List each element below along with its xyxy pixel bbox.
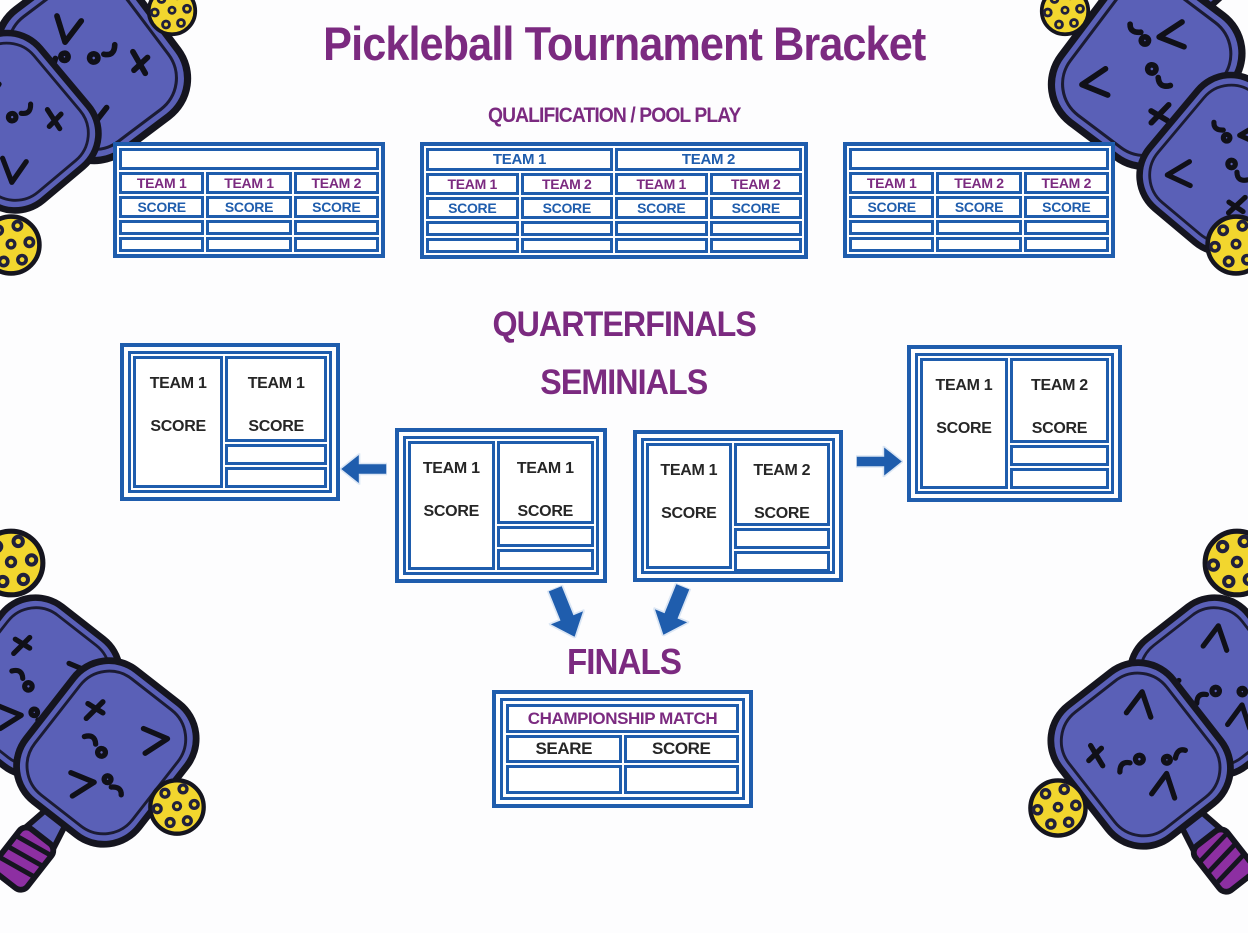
score-entry-cell bbox=[936, 237, 1022, 252]
score-entry-cell bbox=[119, 220, 205, 235]
team-label: TEAM 1 bbox=[119, 172, 205, 194]
score-entry-cell bbox=[293, 220, 379, 235]
score-entry-cell bbox=[623, 765, 739, 794]
pool-table-center: TEAM 1 TEAM 2 TEAM 1 TEAM 2 TEAM 1 TEAM … bbox=[420, 142, 808, 259]
team-label: TEAM 2 bbox=[1023, 172, 1109, 194]
team-label: TEAM 1 bbox=[935, 377, 993, 394]
score-entry-cell bbox=[1023, 220, 1109, 235]
score-entry-cell bbox=[426, 238, 519, 253]
team-label: TEAM 2 bbox=[709, 173, 802, 195]
arrow-left-icon bbox=[340, 453, 387, 485]
score-entry-cell bbox=[520, 238, 613, 253]
finals-heading: FINALS bbox=[566, 641, 682, 682]
quarterfinals-heading: QUARTERFINALS bbox=[492, 305, 756, 344]
score-entry-cell bbox=[506, 765, 622, 794]
score-entry-cell bbox=[615, 221, 708, 236]
team-label: TEAM 1 bbox=[615, 173, 708, 195]
score-entry-cell bbox=[206, 220, 292, 235]
pool-cell-empty bbox=[119, 148, 379, 170]
score-label: SCORE bbox=[661, 505, 717, 522]
score-entry-cell bbox=[206, 237, 292, 252]
score-entry-cell bbox=[709, 238, 802, 253]
score-label: SCORE bbox=[517, 503, 574, 520]
score-entry-cell bbox=[849, 237, 935, 252]
score-entry-cell bbox=[225, 467, 327, 488]
score-entry-cell bbox=[426, 221, 519, 236]
score-label: SCORE bbox=[1031, 420, 1088, 437]
quarterfinal-left-box: TEAM 1 SCORE TEAM 1 SCORE bbox=[120, 343, 340, 501]
pool-cell-empty bbox=[849, 148, 1109, 170]
arrow-down-right-icon bbox=[643, 578, 702, 644]
team-label: TEAM 2 bbox=[293, 172, 379, 194]
score-label: SCORE bbox=[615, 197, 708, 219]
page-title: Pickleball Tournament Bracket bbox=[322, 17, 926, 70]
score-label: SEARE bbox=[506, 735, 622, 763]
score-label: SCORE bbox=[936, 196, 1022, 218]
score-entry-cell bbox=[709, 221, 802, 236]
group-header: TEAM 2 bbox=[615, 148, 802, 171]
score-entry-cell bbox=[733, 528, 830, 549]
score-entry-cell bbox=[733, 551, 830, 572]
score-label: SCORE bbox=[1023, 196, 1109, 218]
score-label: SCORE bbox=[293, 196, 379, 218]
pickleball-icon bbox=[1026, 776, 1090, 840]
team-label: TEAM 2 bbox=[936, 172, 1022, 194]
score-label: SCORE bbox=[423, 503, 480, 520]
score-entry-cell bbox=[849, 220, 935, 235]
qualification-heading: QUALIFICATION / POOL PLAY bbox=[487, 104, 741, 127]
score-entry-cell bbox=[1023, 237, 1109, 252]
pickleball-icon bbox=[1203, 212, 1248, 278]
score-label: SCORE bbox=[849, 196, 935, 218]
team-label: TEAM 1 bbox=[426, 173, 519, 195]
arrow-down-left-icon bbox=[535, 580, 594, 646]
semifinals-heading: SEMINIALS bbox=[540, 363, 708, 402]
team-label: TEAM 1 bbox=[247, 375, 305, 392]
score-label: SCORE bbox=[150, 418, 206, 435]
team-label: TEAM 1 bbox=[206, 172, 292, 194]
score-label: SCORE bbox=[936, 420, 992, 437]
group-header: TEAM 1 bbox=[426, 148, 613, 171]
championship-match-header: CHAMPIONSHIP MATCH bbox=[506, 704, 739, 733]
score-label: SCORE bbox=[709, 197, 802, 219]
score-label: SCORE bbox=[623, 735, 739, 763]
team-label: TEAM 1 bbox=[422, 460, 480, 477]
score-label: SCORE bbox=[248, 418, 304, 435]
team-label: TEAM 2 bbox=[520, 173, 613, 195]
score-entry-cell bbox=[496, 526, 594, 547]
score-entry-cell bbox=[1009, 468, 1109, 489]
team-label: TEAM 1 bbox=[849, 172, 935, 194]
score-entry-cell bbox=[496, 549, 594, 570]
arrow-right-icon bbox=[856, 445, 903, 478]
score-label: SCORE bbox=[119, 196, 205, 218]
score-entry-cell bbox=[225, 444, 327, 465]
score-label: SCORE bbox=[426, 197, 519, 219]
team-label: TEAM 2 bbox=[753, 462, 811, 479]
score-label: SCORE bbox=[520, 197, 613, 219]
championship-match-box: CHAMPIONSHIP MATCH SEARE SCORE bbox=[492, 690, 753, 808]
score-entry-cell bbox=[936, 220, 1022, 235]
semifinal-left-box: TEAM 1 SCORE TEAM 1 SCORE bbox=[395, 428, 607, 583]
score-entry-cell bbox=[615, 238, 708, 253]
quarterfinal-right-box: TEAM 1 SCORE TEAM 2 SCORE bbox=[907, 345, 1122, 502]
team-label: TEAM 1 bbox=[149, 375, 207, 392]
score-label: SCORE bbox=[754, 505, 810, 522]
score-label: SCORE bbox=[206, 196, 292, 218]
team-label: TEAM 2 bbox=[1031, 377, 1088, 394]
pool-table-left: TEAM 1 TEAM 1 TEAM 2 SCORE SCORE SCORE bbox=[113, 142, 385, 258]
team-label: TEAM 1 bbox=[660, 462, 718, 479]
pickleball-icon bbox=[0, 212, 44, 278]
pickleball-icon bbox=[146, 776, 208, 838]
team-label: TEAM 1 bbox=[516, 460, 574, 477]
semifinal-right-box: TEAM 1 SCORE TEAM 2 SCORE bbox=[633, 430, 843, 582]
score-entry-cell bbox=[293, 237, 379, 252]
pool-table-right: TEAM 1 TEAM 2 TEAM 2 SCORE SCORE SCORE bbox=[843, 142, 1115, 258]
score-entry-cell bbox=[520, 221, 613, 236]
score-entry-cell bbox=[1009, 445, 1109, 466]
score-entry-cell bbox=[119, 237, 205, 252]
